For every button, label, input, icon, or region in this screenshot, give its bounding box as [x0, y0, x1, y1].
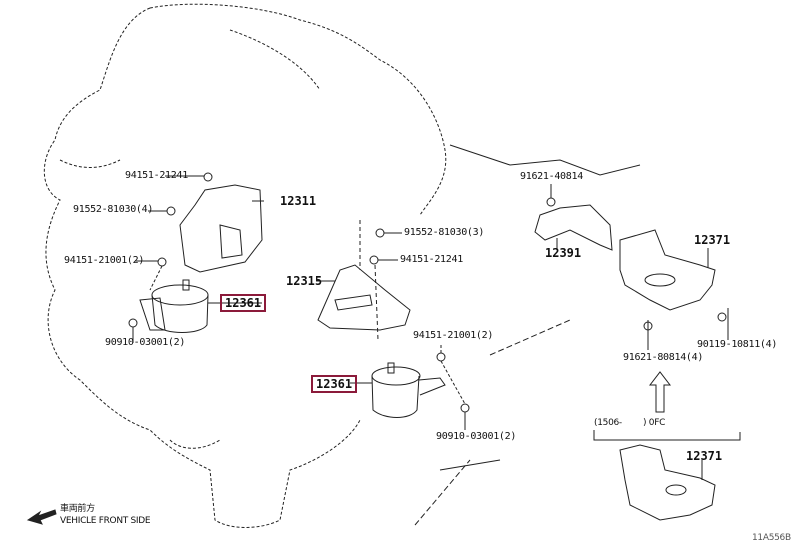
- part-label[interactable]: 94151-21001(2): [413, 330, 494, 341]
- part-label[interactable]: 90910-03001(2): [436, 431, 517, 442]
- variant-to: ) 0FC: [643, 418, 666, 428]
- bracket-12315: [317, 264, 411, 331]
- part-label[interactable]: 91621-80814(4): [623, 352, 704, 363]
- part-label[interactable]: 12391: [545, 246, 582, 260]
- engine-outline-inner: [59, 29, 321, 449]
- part-label[interactable]: 12371: [694, 233, 731, 247]
- bracket-12371-bottom: [619, 444, 716, 521]
- part-label[interactable]: 90910-03001(2): [105, 337, 186, 348]
- part-label[interactable]: 90119-10811(4): [697, 339, 778, 350]
- part-label[interactable]: 91552-81030(4): [73, 204, 154, 215]
- mount-12361-mid: [371, 375, 446, 418]
- front-label-en: VEHICLE FRONT SIDE: [60, 516, 151, 526]
- diagram-id: 11A556B: [752, 533, 791, 543]
- bracket-12311: [179, 184, 263, 273]
- highlighted-part-label[interactable]: 12361: [311, 375, 358, 393]
- part-label[interactable]: 91621-40814: [520, 171, 583, 182]
- arrow-up-icon: [648, 371, 672, 413]
- mount-12361-left: [139, 294, 209, 333]
- part-label[interactable]: 94151-21001(2): [64, 255, 145, 266]
- highlighted-part-label[interactable]: 12361: [220, 294, 267, 312]
- bracket-12371: [619, 229, 716, 311]
- part-label[interactable]: 12311: [280, 194, 317, 208]
- part-label[interactable]: 94151-21241: [125, 170, 188, 181]
- variant-from: (1506-: [594, 418, 622, 428]
- vehicle-front-arrow-icon: [26, 509, 57, 525]
- engine-outline: [43, 3, 447, 528]
- part-label[interactable]: 94151-21241: [400, 254, 463, 265]
- part-label[interactable]: 12371: [686, 449, 723, 463]
- front-label-jp: 車両前方: [60, 504, 95, 514]
- part-label[interactable]: 12315: [286, 274, 323, 288]
- part-label[interactable]: 91552-81030(3): [404, 227, 485, 238]
- bracket-12391: [534, 204, 613, 251]
